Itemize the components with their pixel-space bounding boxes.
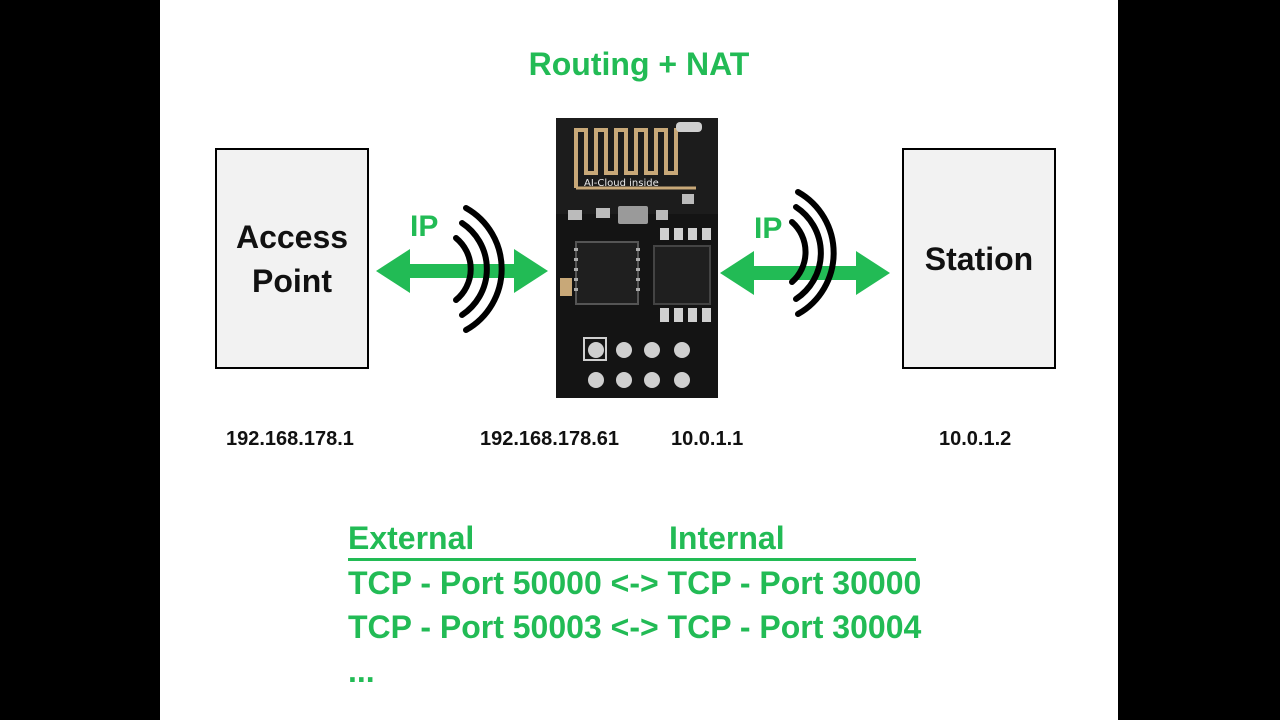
right-double-arrow xyxy=(720,251,890,295)
nat-table: External Internal TCP - Port 50000 <-> T… xyxy=(348,518,928,693)
nat-row-2: TCP - Port 50003 <-> TCP - Port 30004 xyxy=(348,609,922,645)
esp-module-image: AI-Cloud inside xyxy=(556,118,718,398)
station-label: Station xyxy=(924,240,1034,277)
station-address: 10.0.1.2 xyxy=(939,428,1012,450)
station-box: Station xyxy=(902,148,1056,369)
header-internal: Internal xyxy=(669,520,785,556)
right-link-label: IP xyxy=(754,212,783,245)
nat-ellipsis: ... xyxy=(348,653,375,689)
module-external-address: 192.168.178.61 xyxy=(480,428,620,450)
module-internal-address: 10.0.1.1 xyxy=(671,428,744,450)
header-external: External xyxy=(348,520,475,556)
right-wireless-waves-icon xyxy=(789,189,837,317)
left-link-label: IP xyxy=(410,210,439,243)
slide: Routing + NAT Access Point Station AI-Cl… xyxy=(160,0,1118,720)
access-point-label-line2: Point xyxy=(252,262,332,299)
diagram-title: Routing + NAT xyxy=(528,46,750,82)
left-double-arrow xyxy=(376,249,548,293)
access-point-box: Access Point xyxy=(215,148,369,369)
nat-table-header: External Internal xyxy=(348,518,916,561)
nat-row-1: TCP - Port 50000 <-> TCP - Port 30000 xyxy=(348,565,922,601)
access-point-address: 192.168.178.1 xyxy=(226,428,354,450)
chip-marking: AI-Cloud inside xyxy=(584,178,659,189)
left-wireless-waves-icon xyxy=(453,205,505,333)
access-point-label-line1: Access xyxy=(235,218,349,255)
